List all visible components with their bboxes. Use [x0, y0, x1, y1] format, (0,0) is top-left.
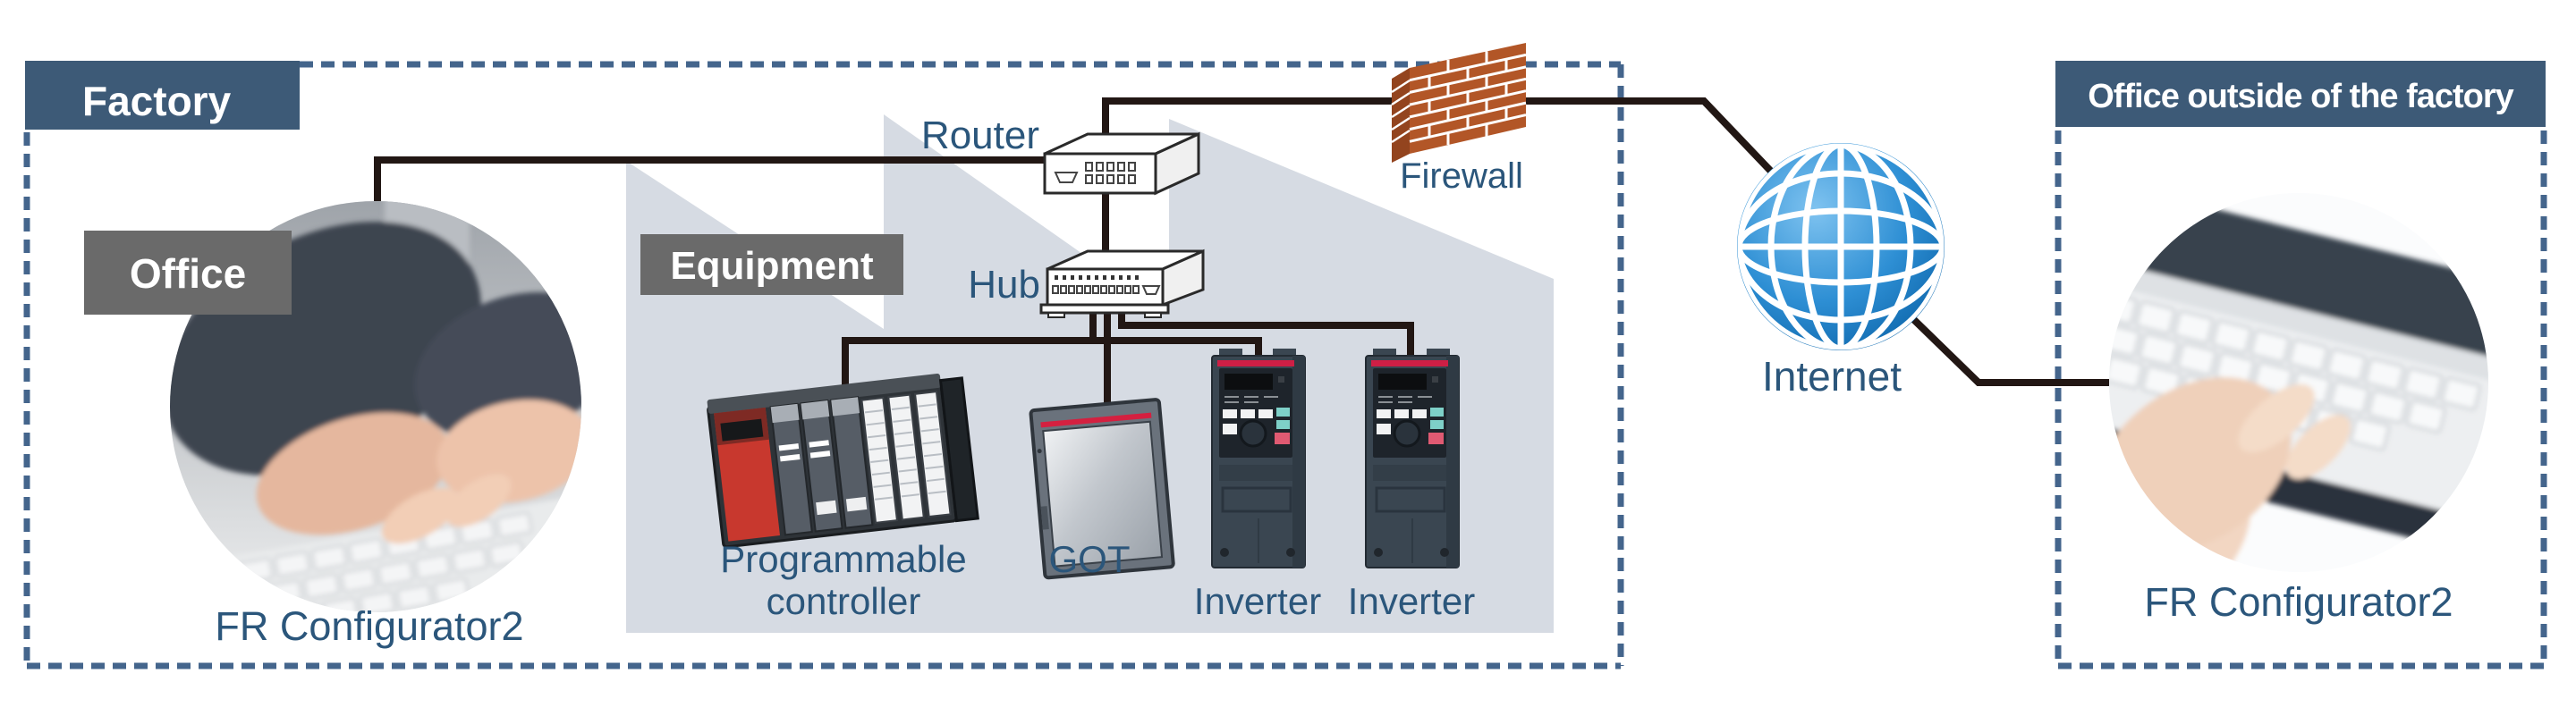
equipment-label-box: Equipment — [640, 234, 903, 295]
plc-label-line1: Programmable — [720, 538, 966, 580]
plc-device — [707, 373, 979, 549]
inverter-label-1: Inverter — [1194, 580, 1321, 622]
equipment-label: Equipment — [670, 244, 874, 288]
internet-globe-icon — [1737, 143, 1945, 350]
factory-dashed-border — [23, 61, 1624, 669]
line-hub-to-plc-and-inverter1 — [842, 337, 1262, 393]
office-label-box: Office — [84, 231, 292, 315]
firewall-icon — [1391, 43, 1527, 163]
router-label: Router — [921, 114, 1039, 157]
outside-office-header: Office outside of the factory — [2055, 61, 2546, 127]
fr-configurator2-caption-right: FR Configurator2 — [2144, 579, 2453, 625]
firewall-label: Firewall — [1400, 156, 1523, 196]
outside-office-title: Office outside of the factory — [2088, 78, 2513, 115]
got-device — [1029, 398, 1175, 580]
hub-label: Hub — [968, 263, 1040, 307]
outside-office-dashed-border — [2055, 130, 2547, 669]
inverter-device-2 — [1365, 349, 1460, 568]
got-label: GOT — [1049, 538, 1131, 580]
router-device — [1043, 131, 1200, 196]
outside-office-photo — [2109, 193, 2488, 572]
factory-header: Factory — [25, 61, 300, 130]
line-internet-to-outside-office — [1908, 314, 2114, 386]
inverter-label-2: Inverter — [1348, 580, 1475, 622]
hub-device — [1039, 248, 1205, 318]
inverter-device-1 — [1211, 349, 1306, 568]
fr-configurator2-caption-left: FR Configurator2 — [215, 603, 523, 649]
office-label: Office — [130, 250, 246, 297]
internet-label: Internet — [1762, 353, 1902, 400]
line-office-to-router — [374, 156, 1045, 207]
plc-label-line2: controller — [767, 580, 921, 622]
factory-title: Factory — [82, 78, 232, 124]
